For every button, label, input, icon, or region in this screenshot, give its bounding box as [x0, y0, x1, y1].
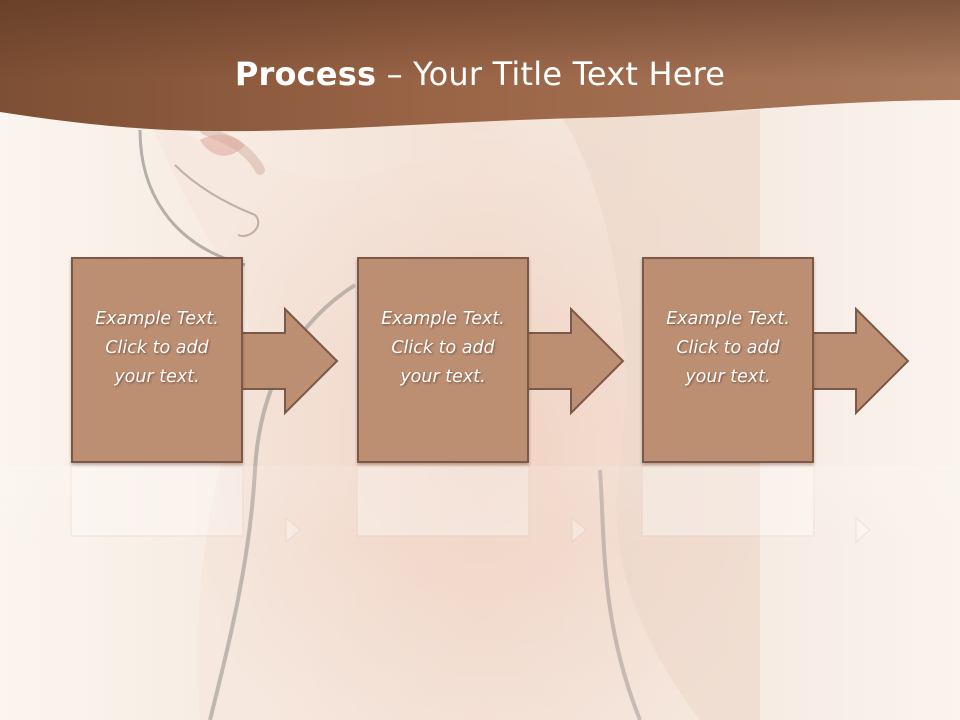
step-text-line: your text. — [114, 367, 200, 387]
title-rest: – Your Title Text Here — [376, 55, 726, 93]
step-text-line: Click to add — [676, 338, 780, 358]
step-text-line: Click to add — [391, 338, 495, 358]
arrow-right-icon — [810, 307, 910, 416]
step-text-line: Click to add — [105, 338, 209, 358]
process-step-text[interactable]: Example Text. Click to add your text. — [357, 305, 529, 392]
process-step-text[interactable]: Example Text. Click to add your text. — [642, 305, 814, 392]
step-text-line: your text. — [400, 367, 486, 387]
step-text-line: Example Text. — [381, 309, 505, 329]
reflection — [0, 466, 960, 546]
step-text-line: Example Text. — [666, 309, 790, 329]
arrow-right-icon — [525, 307, 625, 416]
process-box — [642, 257, 814, 463]
slide-title[interactable]: Process – Your Title Text Here — [0, 52, 960, 96]
title-bold: Process — [234, 55, 377, 93]
process-step-1[interactable]: Example Text. Click to add your text. — [71, 257, 339, 467]
step-text-line: your text. — [685, 367, 771, 387]
process-step-3[interactable]: Example Text. Click to add your text. — [642, 257, 910, 467]
step-text-line: Example Text. — [95, 309, 219, 329]
process-step-text[interactable]: Example Text. Click to add your text. — [71, 305, 243, 392]
process-step-2[interactable]: Example Text. Click to add your text. — [357, 257, 625, 467]
arrow-right-icon — [239, 307, 339, 416]
process-box — [357, 257, 529, 463]
process-box — [71, 257, 243, 463]
